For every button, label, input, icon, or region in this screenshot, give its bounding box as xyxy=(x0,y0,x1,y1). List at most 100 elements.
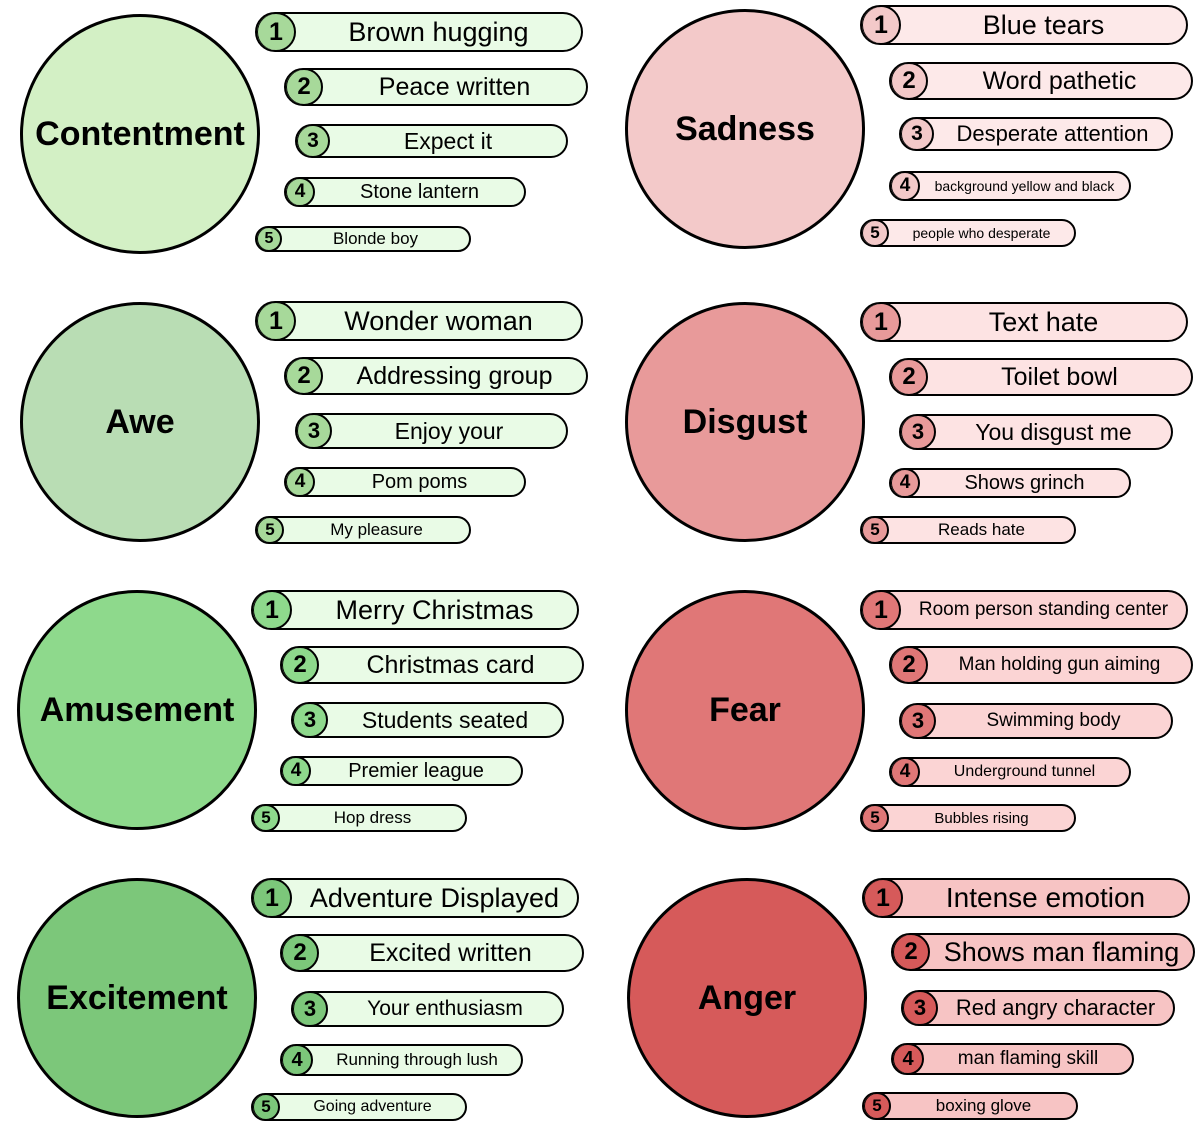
item-text: Christmas card xyxy=(366,650,535,679)
item-text: Going adventure xyxy=(313,1098,432,1115)
rank-badge: 3 xyxy=(293,993,328,1025)
emotion-circle-sadness: Sadness xyxy=(625,9,865,249)
ranked-item: 3 You disgust me xyxy=(899,414,1173,450)
emotion-circle-contentment: Contentment xyxy=(20,14,260,254)
rank-badge: 2 xyxy=(282,648,319,682)
item-text: Peace written xyxy=(378,72,531,101)
ranked-item: 4 Running through lush xyxy=(280,1044,523,1076)
ranked-item: 4 Pom poms xyxy=(284,467,526,497)
rank-badge: 1 xyxy=(253,880,292,916)
rank-badge: 4 xyxy=(282,758,311,784)
rank-badge: 3 xyxy=(901,705,936,737)
rank-badge: 2 xyxy=(891,360,928,394)
emotion-circle-amusement: Amusement xyxy=(17,590,257,830)
rank-badge: 5 xyxy=(257,518,284,542)
rank-badge: 4 xyxy=(891,470,920,496)
emotion-label: Fear xyxy=(709,690,781,729)
item-text: You disgust me xyxy=(975,418,1132,445)
item-text: Blue tears xyxy=(982,9,1105,40)
ranked-item: 1 Brown hugging xyxy=(255,12,583,52)
rank-badge: 3 xyxy=(903,992,938,1024)
rank-badge: 1 xyxy=(257,14,296,50)
item-text: Students seated xyxy=(361,706,529,733)
item-text: Red angry character xyxy=(955,995,1156,1020)
item-text: Hop dress xyxy=(333,808,412,827)
emotion-label: Anger xyxy=(697,978,797,1017)
rank-badge: 2 xyxy=(282,936,319,970)
emotion-label: Amusement xyxy=(39,690,235,729)
rank-badge: 4 xyxy=(286,469,315,495)
ranked-item: 5 Hop dress xyxy=(251,804,467,832)
rank-badge: 4 xyxy=(286,179,315,205)
emotion-label: Sadness xyxy=(675,109,815,148)
rank-badge: 3 xyxy=(297,126,330,156)
ranked-item: 3 Students seated xyxy=(291,702,564,738)
ranked-item: 2 Word pathetic xyxy=(889,62,1193,100)
rank-badge: 5 xyxy=(253,806,280,830)
item-text: Shows man flaming xyxy=(943,936,1180,967)
item-text: Underground tunnel xyxy=(953,763,1096,780)
rank-badge: 4 xyxy=(282,1046,313,1074)
item-text: Enjoy your xyxy=(394,417,504,444)
item-text: Intense emotion xyxy=(945,882,1146,913)
item-text: Room person standing center xyxy=(918,599,1169,620)
rank-badge: 2 xyxy=(286,359,323,393)
rank-badge: 1 xyxy=(862,592,901,628)
item-text: Toilet bowl xyxy=(1001,362,1118,391)
item-text: Running through lush xyxy=(336,1050,498,1069)
item-text: Swimming body xyxy=(986,710,1121,731)
rank-badge: 2 xyxy=(891,64,928,98)
emotion-label: Disgust xyxy=(682,402,808,441)
rank-badge: 2 xyxy=(286,70,323,104)
item-text: people who desperate xyxy=(912,225,1051,241)
rank-badge: 3 xyxy=(293,704,328,736)
emotion-label: Excitement xyxy=(46,978,228,1017)
item-text: My pleasure xyxy=(330,520,423,539)
item-text: Brown hugging xyxy=(348,16,529,47)
item-text: Excited written xyxy=(369,938,532,967)
rank-badge: 3 xyxy=(901,416,936,448)
item-text: Bubbles rising xyxy=(934,809,1029,827)
rank-badge: 1 xyxy=(862,7,901,43)
item-text: Word pathetic xyxy=(982,66,1137,95)
rank-badge: 2 xyxy=(893,935,930,969)
item-text: boxing glove xyxy=(935,1096,1032,1115)
item-text: Wonder woman xyxy=(344,305,533,336)
ranked-item: 2 Peace written xyxy=(284,68,588,106)
item-text: Pom poms xyxy=(371,470,468,493)
rank-badge: 3 xyxy=(901,119,934,149)
ranked-item: 3 Swimming body xyxy=(899,703,1173,739)
rank-badge: 1 xyxy=(253,592,292,628)
ranked-item: 2 Excited written xyxy=(280,934,584,972)
emotion-label: Awe xyxy=(105,402,175,441)
ranked-item: 2 Shows man flaming xyxy=(891,933,1195,971)
rank-badge: 5 xyxy=(864,1094,891,1118)
rank-badge: 5 xyxy=(253,1095,280,1119)
ranked-item: 5 boxing glove xyxy=(862,1092,1078,1120)
emotion-circle-disgust: Disgust xyxy=(625,302,865,542)
rank-badge: 4 xyxy=(893,1045,924,1073)
ranked-item: 2 Toilet bowl xyxy=(889,358,1193,396)
rank-badge: 5 xyxy=(862,518,889,542)
item-text: Merry Christmas xyxy=(335,594,534,625)
emotion-label: Contentment xyxy=(35,114,245,153)
rank-badge: 3 xyxy=(297,415,332,447)
ranked-item: 1 Merry Christmas xyxy=(251,590,579,630)
ranked-item: 1 Room person standing center xyxy=(860,590,1188,630)
